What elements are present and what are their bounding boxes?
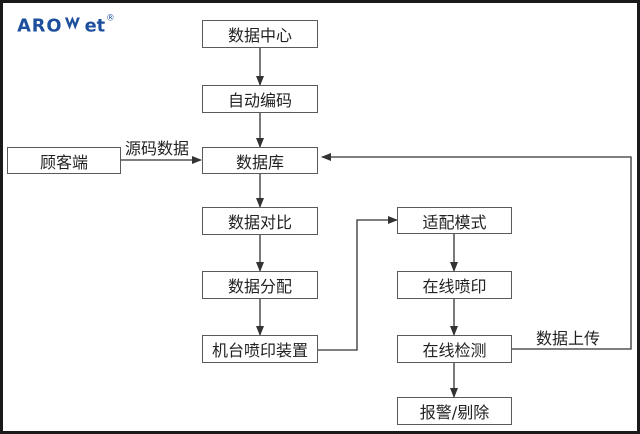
diagram-canvas: ARO et ® 数据中心 自动编码 顾客端 数据库 数据对比 (3, 3, 637, 431)
svg-text:et: et (85, 16, 106, 37)
node-auto-encode: 自动编码 (202, 85, 318, 113)
node-adapt-mode: 适配模式 (397, 207, 512, 234)
node-online-print: 在线喷印 (397, 271, 512, 299)
node-alarm-reject: 报警/剔除 (397, 397, 512, 425)
node-data-center: 数据中心 (202, 20, 318, 48)
arowet-logo: ARO et ® (17, 12, 114, 37)
svg-text:®: ® (106, 12, 114, 22)
svg-text:ARO: ARO (17, 16, 62, 37)
node-customer: 顾客端 (7, 147, 121, 174)
label-source-data: 源码数据 (125, 139, 190, 158)
label-data-upload: 数据上传 (536, 329, 601, 348)
node-database: 数据库 (202, 147, 318, 174)
node-printer: 机台喷印装置 (202, 335, 318, 363)
connector-lines (121, 48, 632, 398)
node-data-distribute: 数据分配 (202, 271, 318, 299)
edge-check-to-database (321, 153, 632, 350)
node-online-check: 在线检测 (397, 335, 512, 363)
edge-printer-to-adapt (317, 216, 398, 351)
node-data-compare: 数据对比 (202, 207, 318, 235)
